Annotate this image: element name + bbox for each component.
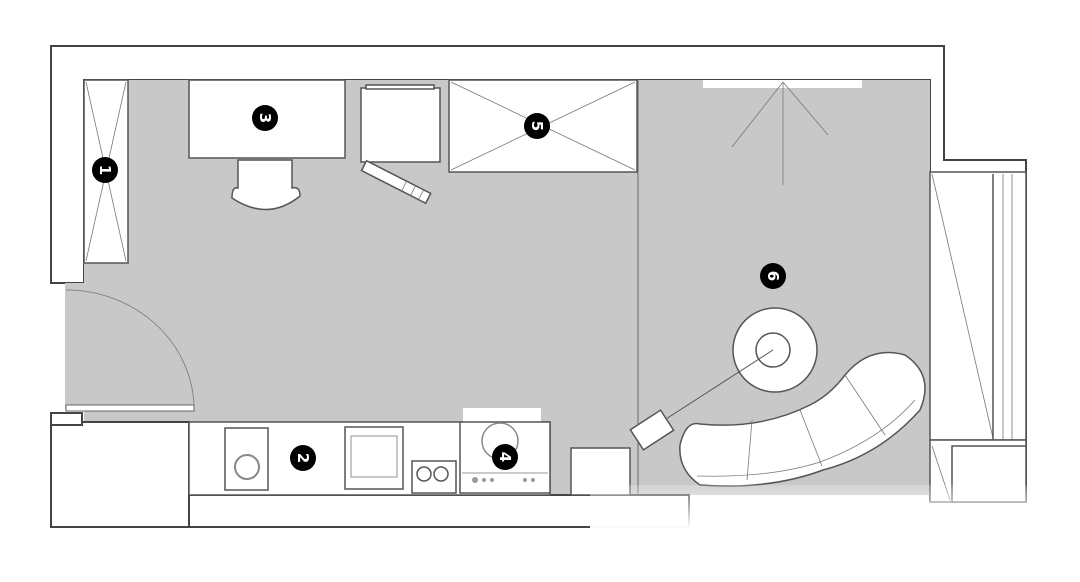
- marker-4-label: 4: [496, 452, 514, 462]
- bottom-left-block: [50, 421, 190, 528]
- hob-burner: [416, 466, 432, 482]
- stove-top: [463, 408, 541, 424]
- marker-1-label: 1: [96, 165, 114, 175]
- bottom-fade: [590, 485, 1080, 582]
- marker-2-label: 2: [294, 453, 312, 463]
- door-jamb: [50, 412, 83, 426]
- door-swing-arc: [65, 289, 195, 406]
- curved-sofa: [679, 351, 926, 487]
- hob-burner: [433, 466, 449, 482]
- balcony: [929, 171, 1027, 503]
- wardrobe-5: [448, 79, 638, 173]
- sink: [344, 426, 404, 490]
- window-sill: [703, 80, 862, 88]
- marker-6-label: 6: [764, 271, 782, 281]
- cabinet-box: [360, 87, 441, 163]
- lamp-cord: [651, 349, 774, 429]
- light-lines: [731, 81, 829, 185]
- marker-3: 3: [252, 105, 278, 131]
- marker-1: 1: [92, 157, 118, 183]
- marker-5-label: 5: [528, 121, 546, 131]
- marker-5: 5: [524, 113, 550, 139]
- cabinet-box-top: [365, 84, 435, 90]
- marker-3-label: 3: [256, 113, 274, 123]
- sink-basin: [350, 435, 398, 478]
- washing-machine-drum: [234, 454, 260, 480]
- chair: [231, 159, 301, 211]
- marker-4: 4: [492, 444, 518, 470]
- door-leaf: [65, 404, 195, 412]
- floor-lamp: [629, 409, 675, 451]
- stove-knobs: [472, 477, 535, 483]
- marker-6: 6: [760, 263, 786, 289]
- marker-2: 2: [290, 445, 316, 471]
- keyboard: [360, 159, 432, 205]
